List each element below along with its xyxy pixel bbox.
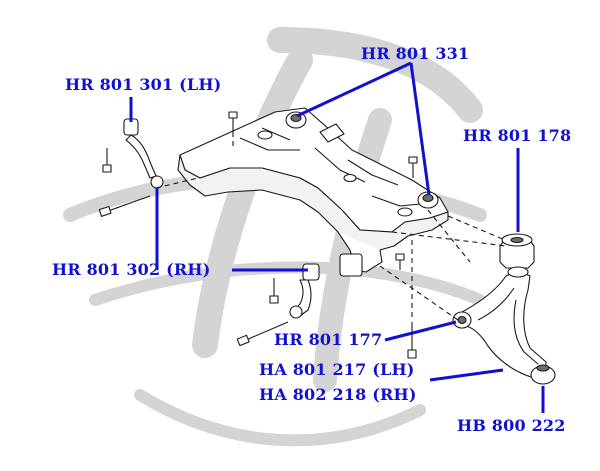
lower-control-arm (452, 266, 547, 379)
alignment-lines (155, 132, 507, 321)
subframe-bolt-top (228, 111, 238, 132)
label-hr-801-178: HR 801 178 (463, 126, 572, 145)
label-ha-801-217-lh: HA 801 217 (LH) (259, 360, 415, 379)
label-ha-802-218-rh: HA 802 218 (RH) (259, 385, 417, 404)
link-top-bushing (302, 263, 320, 281)
line-art (98, 107, 556, 385)
subframe-hole-3 (397, 207, 413, 217)
subframe-bracket (319, 123, 345, 143)
subframe-bushing-rear (285, 111, 307, 129)
stabilizer-link-rh (236, 263, 320, 347)
watermark-stem-left (192, 47, 313, 358)
subframe-hole-1 (257, 130, 273, 140)
alignment-line-5 (427, 209, 471, 263)
arm-mount-bolt (407, 322, 417, 359)
subframe-front-mount (339, 253, 363, 277)
arm-rear-socket (507, 266, 529, 278)
arm-inner-edge (477, 287, 539, 365)
subframe-rib-3 (314, 147, 366, 183)
link-bolt-vertical-head (102, 164, 112, 173)
link-body (125, 134, 157, 179)
bolt-head (228, 111, 238, 119)
rear-bushing-bore (510, 236, 524, 244)
bolt-head (408, 156, 418, 164)
label-hr-801-302-rh: HR 801 302 (RH) (52, 260, 211, 279)
link-bolt-vertical-head (269, 295, 279, 304)
subframe-hole-2 (343, 173, 357, 183)
leader-hr801177 (384, 320, 457, 342)
leader-hr801331-a (296, 61, 412, 118)
subframe (177, 107, 449, 277)
link-bolt-angled (107, 195, 151, 212)
stabilizer-link-lh (98, 118, 164, 217)
subframe-rib-4 (347, 159, 399, 186)
ball-joint (530, 364, 556, 385)
arm-body (461, 269, 547, 379)
arm-front-bushing-core (457, 315, 467, 325)
subframe-rib-2 (261, 127, 291, 141)
link-lower-eye (289, 305, 303, 319)
alignment-line-2 (379, 265, 459, 321)
leader-ha801217 (429, 368, 504, 382)
subframe-rib-1 (239, 137, 300, 151)
subframe-bolt-right (408, 156, 418, 178)
watermark-swoosh-bottom (89, 261, 486, 306)
subframe-bushing-front-core (422, 193, 434, 203)
bolt-head (395, 253, 405, 261)
label-hr-801-301-lh: HR 801 301 (LH) (65, 75, 222, 94)
arm-rear-bushing (499, 233, 535, 269)
label-hr-801-331: HR 801 331 (361, 44, 470, 63)
leader-hr801331-b (409, 62, 431, 196)
alignment-line-6 (155, 177, 199, 189)
link-lower-eye (150, 175, 164, 189)
link-bolt-angled-head (98, 206, 112, 217)
subframe-front-face (177, 154, 449, 271)
link-bolt-angled-head (236, 334, 250, 347)
alignment-line-4 (447, 215, 506, 241)
bolt-head (407, 349, 417, 359)
subframe-bolt-mid (395, 253, 405, 270)
watermark-base (134, 389, 426, 447)
label-hr-801-177: HR 801 177 (274, 330, 383, 349)
link-bolt-angled (245, 321, 289, 341)
alignment-line-3 (391, 231, 507, 247)
subframe-rib-5 (371, 195, 421, 207)
label-hb-800-222: HB 800 222 (457, 416, 566, 435)
ball-joint-stud (536, 364, 550, 372)
leader-lines (129, 61, 545, 413)
watermark-swoosh-top (267, 27, 483, 123)
